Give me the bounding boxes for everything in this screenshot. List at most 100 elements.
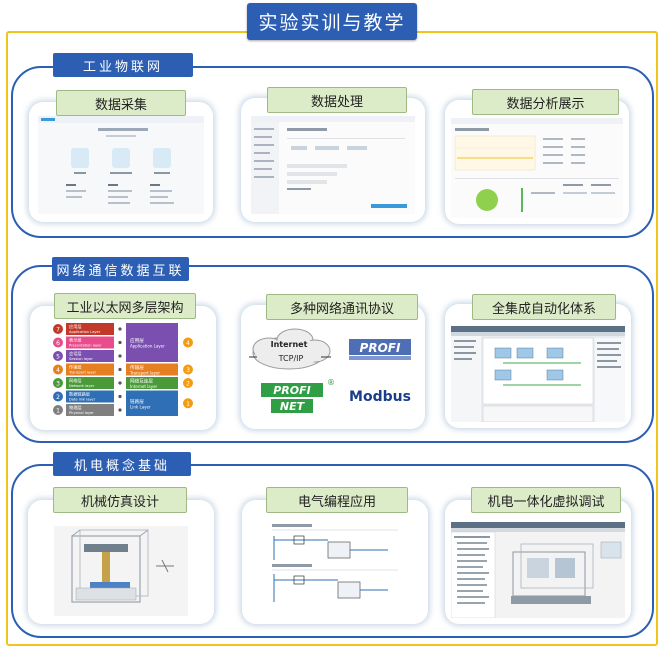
- section-title-network: 网络通信数据互联: [52, 257, 189, 281]
- osi-layer-block: [66, 377, 114, 389]
- card-electrical: [242, 500, 428, 624]
- card-title-mech-sim: 机械仿真设计: [53, 487, 187, 513]
- osi-connector-dot: [118, 394, 122, 399]
- card-title-data-analysis: 数据分析展示: [472, 89, 619, 115]
- tcpip-layer-number-badge: [183, 378, 193, 388]
- osi-layer-number: 7: [56, 327, 60, 334]
- tia-portal-image: [451, 326, 625, 422]
- tcpip-layer-en: Link Layer: [130, 404, 151, 409]
- tcpip-layer-number-badge: [183, 398, 193, 409]
- osi-layer-cn: 物理层: [69, 404, 82, 411]
- osi-layer-cn: 传输层: [69, 364, 82, 371]
- osi-layer-cn: 网络层: [69, 377, 82, 384]
- card-title-data-processing: 数据处理: [267, 87, 407, 113]
- osi-layer-number-badge: [53, 337, 63, 348]
- osi-layer-number: 6: [56, 340, 60, 347]
- osi-layer-block: [66, 390, 114, 403]
- tcpip-layer-cn: 传输层: [130, 364, 144, 371]
- electrical-screenshot: [268, 522, 402, 608]
- card-tia: [445, 304, 631, 428]
- osi-connector-dot: [118, 408, 122, 412]
- data-collection-ui-image: [38, 116, 204, 214]
- data-analysis-screenshot: [451, 118, 623, 218]
- osi-layer-en: Session layer: [69, 357, 93, 361]
- protocols-image: Internet TCP/IP PROFI PROFI NET ® Modbus: [249, 328, 411, 413]
- tcpip-layer-en: Internet layer: [130, 384, 158, 389]
- tcpip-layer-number: 1: [186, 401, 190, 408]
- osi-connector-dot: [118, 340, 122, 345]
- osi-layer-en: Application Layer: [69, 330, 101, 334]
- osi-layer-cn: 表示层: [69, 337, 82, 344]
- card-title-tia: 全集成自动化体系: [472, 294, 616, 320]
- osi-layer-block: [66, 323, 114, 335]
- mechanical-3d-image: [54, 526, 188, 616]
- osi-layer-en: Transport layer: [68, 371, 97, 375]
- osi-layer-number-badge: [53, 364, 63, 375]
- osi-layer-block: [66, 336, 114, 349]
- card-protocols: Internet TCP/IP PROFI PROFI NET ® Modbus: [241, 305, 425, 429]
- registered-mark: ®: [327, 378, 335, 387]
- profinet-text-top: PROFI: [273, 384, 311, 397]
- osi-layer-en: Presentation layer: [69, 344, 102, 348]
- osi-layer-en: Data link layer: [69, 398, 96, 402]
- nx-mcd-image: [451, 522, 625, 618]
- data-processing-screenshot: [251, 116, 415, 214]
- tcpip-layer-block: [126, 390, 178, 416]
- osi-layer-block: [66, 404, 114, 416]
- osi-layer-number: 1: [56, 408, 60, 415]
- osi-layer-number: 5: [56, 354, 60, 361]
- card-title-electrical: 电气编程应用: [266, 487, 408, 513]
- osi-layer-number-badge: [53, 324, 63, 334]
- osi-layer-block: [66, 350, 114, 362]
- card-mech-sim: [28, 500, 214, 624]
- card-title-data-collection: 数据采集: [56, 90, 186, 116]
- tcpip-layer-number-badge: [183, 337, 193, 348]
- tia-screenshot: [451, 326, 625, 422]
- osi-layer-en: Physical layer: [69, 411, 94, 415]
- card-title-virtual-commissioning: 机电一体化虚拟调试: [471, 487, 621, 513]
- tcpip-layer-cn: 链路层: [130, 398, 144, 405]
- card-virtual-commissioning: [445, 500, 631, 624]
- tcpip-layer-en: Transport layer: [129, 371, 160, 376]
- osi-connector-dot: [118, 367, 122, 372]
- section-title-iiot: 工业物联网: [53, 53, 193, 77]
- tcpip-layer-block: [126, 323, 178, 362]
- data-collection-screenshot: [38, 116, 204, 214]
- tcpip-layer-en: Application Layer: [130, 344, 165, 349]
- section-title-mechatronics: 机电概念基础: [53, 452, 191, 476]
- tcpip-layer-block: [126, 377, 178, 389]
- data-analysis-ui-image: [451, 118, 623, 218]
- osi-layer-en: Network layer: [69, 384, 95, 388]
- osi-layer-number-badge: [53, 351, 63, 361]
- tcpip-layer-number: 3: [186, 367, 190, 374]
- card-data-processing: [241, 98, 425, 222]
- osi-layer-cn: 会话层: [69, 350, 82, 357]
- mech-sim-screenshot: [54, 526, 188, 616]
- card-data-collection: [29, 102, 213, 222]
- profibus-logo: PROFI: [349, 339, 411, 360]
- internet-cloud-icon: [252, 328, 331, 370]
- profinet-text-bottom: NET: [280, 400, 306, 413]
- tcpip-layer-number: 4: [186, 340, 190, 347]
- modbus-logo: Modbus: [349, 389, 411, 405]
- tcpip-layer-cn: 应用层: [130, 337, 144, 344]
- osi-connector-dot: [118, 354, 122, 358]
- osi-connector-dot: [118, 327, 122, 331]
- tcpip-layer-number: 2: [186, 381, 190, 388]
- data-processing-ui-image: [251, 116, 415, 214]
- card-title-protocols: 多种网络通讯协议: [266, 294, 418, 320]
- ladder-logic-image: [268, 522, 402, 608]
- profinet-logo: PROFI NET ®: [261, 378, 335, 413]
- cloud-label-internet: Internet: [271, 340, 308, 349]
- profibus-text: PROFI: [360, 341, 401, 355]
- osi-layer-number: 4: [56, 367, 60, 374]
- osi-layer-cn: 数据链路层: [69, 391, 90, 398]
- card-data-analysis: [445, 100, 629, 224]
- osi-connector-dot: [118, 381, 122, 385]
- osi-layer-number-badge: [53, 378, 63, 388]
- osi-layer-block: [66, 363, 114, 376]
- tcpip-layer-number-badge: [183, 364, 193, 375]
- card-title-ethernet-layers: 工业以太网多层架构: [54, 293, 196, 319]
